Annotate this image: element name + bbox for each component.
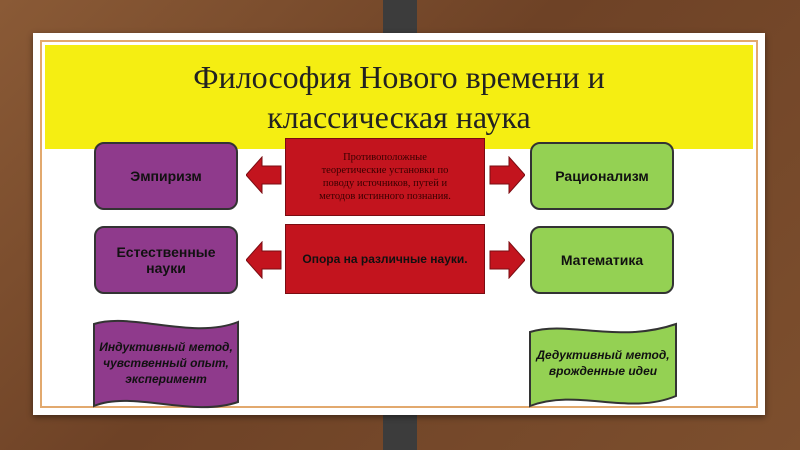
deductive-method-text: Дедуктивный метод, врожденные идеи <box>528 328 678 398</box>
arrow-right-middle <box>489 241 525 279</box>
inductive-method-text: Индуктивный метод, чувственный опыт, экс… <box>92 326 240 400</box>
slide-border <box>40 40 758 408</box>
title-line-2: классическая наука <box>267 99 531 135</box>
arrow-left-top <box>246 156 282 194</box>
rationalism-box: Рационализм <box>530 142 674 210</box>
title-line-1: Философия Нового времени и <box>193 59 605 95</box>
empiricism-box: Эмпиризм <box>94 142 238 210</box>
inductive-method-banner <box>93 319 239 409</box>
theoretical-attitudes-box: Противоположные теоретические установки … <box>285 138 485 216</box>
natural-sciences-box: Естественные науки <box>94 226 238 294</box>
natural-sciences-label-1: Естественные <box>116 244 216 260</box>
mathematics-box: Математика <box>530 226 674 294</box>
center-top-line-2: теоретические установки по <box>321 165 449 176</box>
left-banner-line-2: чувственный опыт, <box>103 356 229 370</box>
rationalism-label: Рационализм <box>555 168 649 184</box>
left-banner-line-1: Индуктивный метод, <box>99 340 233 354</box>
empiricism-label: Эмпиризм <box>130 168 202 184</box>
deductive-method-banner <box>529 322 677 408</box>
arrow-left-middle <box>246 241 282 279</box>
center-middle-label: Опора на различные науки. <box>302 252 468 266</box>
different-sciences-box: Опора на различные науки. <box>285 224 485 294</box>
left-banner-line-3: эксперимент <box>125 372 207 386</box>
center-top-line-4: методов истинного познания. <box>319 191 451 202</box>
arrow-right-top <box>489 156 525 194</box>
right-banner-line-2: врожденные идеи <box>548 364 658 378</box>
right-banner-line-1: Дедуктивный метод, <box>536 348 670 362</box>
center-top-line-3: поводу источников, путей и <box>322 178 448 189</box>
title-band: Философия Нового времени и классическая … <box>45 45 753 149</box>
center-top-line-1: Противоположные <box>343 152 427 163</box>
mathematics-label: Математика <box>560 252 644 268</box>
natural-sciences-label-2: науки <box>146 260 186 276</box>
